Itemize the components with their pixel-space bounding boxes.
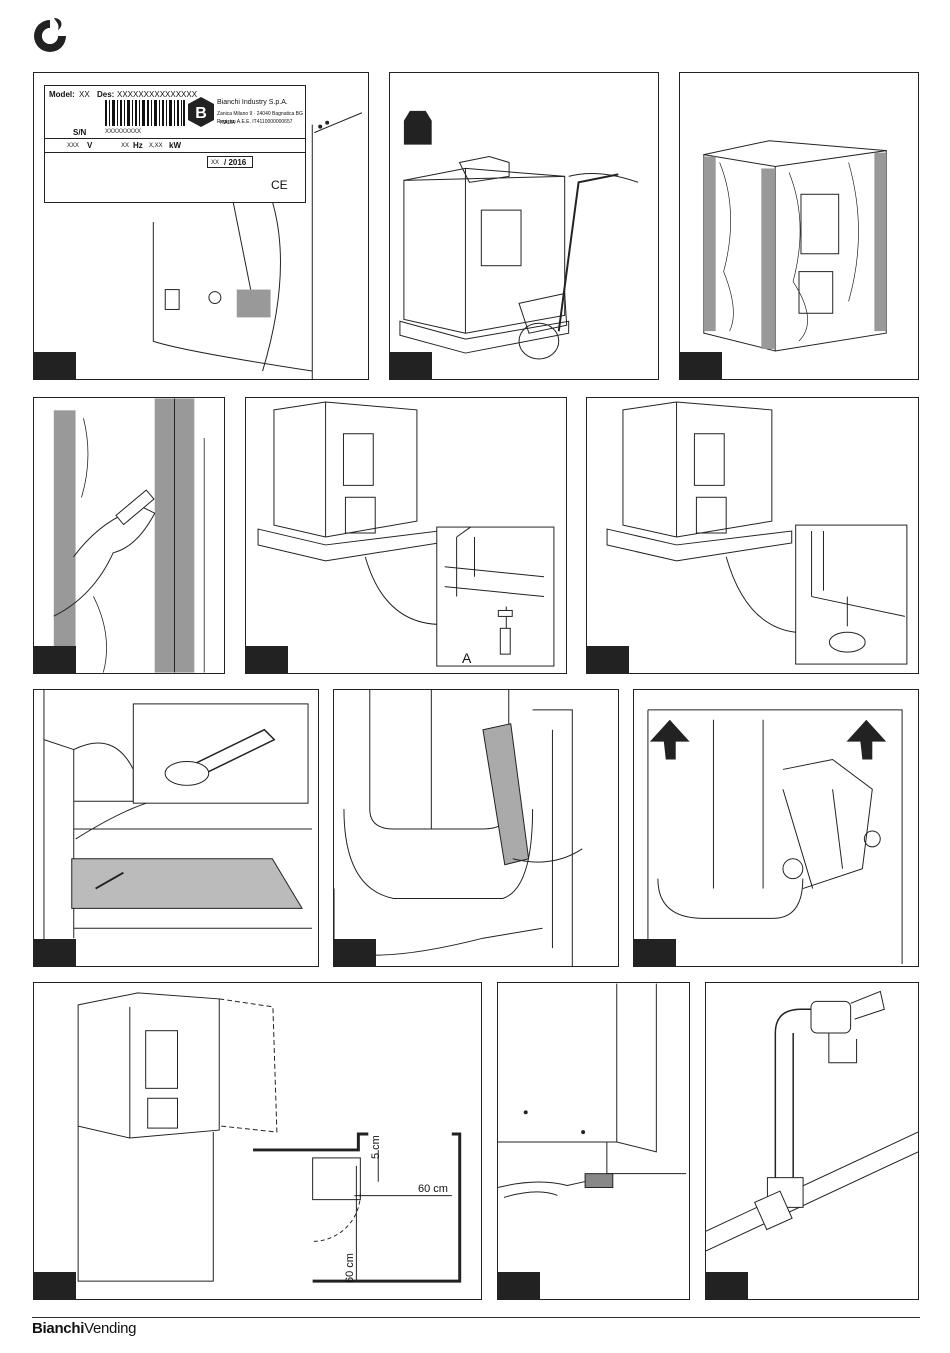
voltage-value: XXX bbox=[67, 142, 79, 151]
model-label: Model: bbox=[49, 90, 75, 99]
figure-number-tab bbox=[34, 646, 76, 673]
model-value: XX bbox=[79, 90, 90, 99]
panel-rating-plate: Model: XX Des: XXXXXXXXXXXXXXX B Bianchi… bbox=[33, 72, 369, 380]
brand-wordmark: BianchiVending bbox=[32, 1320, 136, 1337]
weight-icon bbox=[404, 111, 432, 145]
panel-cut-packaging bbox=[33, 397, 225, 674]
brand-name-light: Vending bbox=[84, 1320, 136, 1337]
cutter-drawing bbox=[34, 398, 224, 673]
arrow-up-icon bbox=[650, 720, 690, 760]
hz-value: XX bbox=[121, 142, 129, 151]
figure-number-tab bbox=[34, 352, 76, 379]
ce-mark: CE bbox=[271, 178, 288, 192]
brand-name-bold: Bianchi bbox=[32, 1320, 84, 1337]
des-label: Des: bbox=[97, 90, 114, 99]
pallet-jack-drawing bbox=[390, 73, 658, 379]
voltage-unit: V bbox=[87, 141, 92, 150]
panel-packaged-machine bbox=[679, 72, 919, 380]
figure-number-tab bbox=[246, 646, 288, 673]
weee-register: Registro A.E.E. IT4110000000657 bbox=[217, 118, 293, 127]
water-tap-drawing bbox=[706, 983, 918, 1299]
bolt-label-a: A bbox=[462, 650, 471, 666]
company-name: Bianchi Industry S.p.A. bbox=[217, 98, 288, 107]
figure-number-tab bbox=[34, 939, 76, 966]
hz-unit: Hz bbox=[133, 141, 143, 150]
rating-plate: Model: XX Des: XXXXXXXXXXXXXXX B Bianchi… bbox=[44, 85, 306, 203]
dimension-top-gap: 5 cm bbox=[370, 1135, 382, 1159]
figure-number-tab bbox=[390, 352, 432, 379]
year-value: / 2016 bbox=[224, 158, 246, 167]
panel-levelling-feet bbox=[497, 982, 690, 1300]
kw-value: X,XX bbox=[149, 142, 163, 151]
bianchi-badge-icon: B bbox=[187, 96, 215, 128]
figure-number-tab bbox=[34, 1272, 76, 1299]
bianchi-logo-icon bbox=[28, 14, 72, 58]
figure-number-tab bbox=[587, 646, 629, 673]
year-prefix: XX bbox=[211, 159, 219, 168]
kw-unit: kW bbox=[169, 141, 181, 150]
figure-number-tab bbox=[634, 939, 676, 966]
dimension-front-gap: 60 cm bbox=[344, 1253, 356, 1283]
figure-number-tab bbox=[706, 1272, 748, 1299]
levelling-foot-drawing bbox=[498, 983, 689, 1299]
sn-value: XXXXXXXXX bbox=[105, 128, 141, 137]
barcode-icon bbox=[105, 100, 185, 126]
lift-lid-drawing bbox=[634, 690, 918, 966]
wrapped-machine-drawing bbox=[680, 73, 918, 379]
figure-number-tab bbox=[334, 939, 376, 966]
panel-pallet-bolts: A bbox=[245, 397, 567, 674]
panel-pallet-foot bbox=[586, 397, 919, 674]
panel-lift-lid bbox=[633, 689, 919, 967]
footer-divider bbox=[32, 1317, 920, 1318]
panel-clearances: 5 cm 60 cm 60 cm bbox=[33, 982, 482, 1300]
key-drawing bbox=[34, 690, 318, 966]
svg-text:B: B bbox=[195, 105, 207, 122]
panel-transport bbox=[389, 72, 659, 380]
pallet-foot-drawing bbox=[587, 398, 918, 673]
year-box: XX / 2016 bbox=[207, 156, 253, 168]
canister-drawing bbox=[334, 690, 618, 966]
pallet-bolt-drawing bbox=[246, 398, 566, 673]
des-value: XXXXXXXXXXXXXXX bbox=[117, 90, 197, 99]
panel-canister bbox=[333, 689, 619, 967]
panel-water-connection bbox=[705, 982, 919, 1300]
figure-number-tab bbox=[498, 1272, 540, 1299]
sn-label: S/N bbox=[73, 128, 86, 137]
arrow-up-icon bbox=[846, 720, 886, 760]
clearance-drawing bbox=[34, 983, 481, 1299]
figure-number-tab bbox=[680, 352, 722, 379]
dimension-side-gap: 60 cm bbox=[418, 1183, 448, 1195]
panel-door-key bbox=[33, 689, 319, 967]
